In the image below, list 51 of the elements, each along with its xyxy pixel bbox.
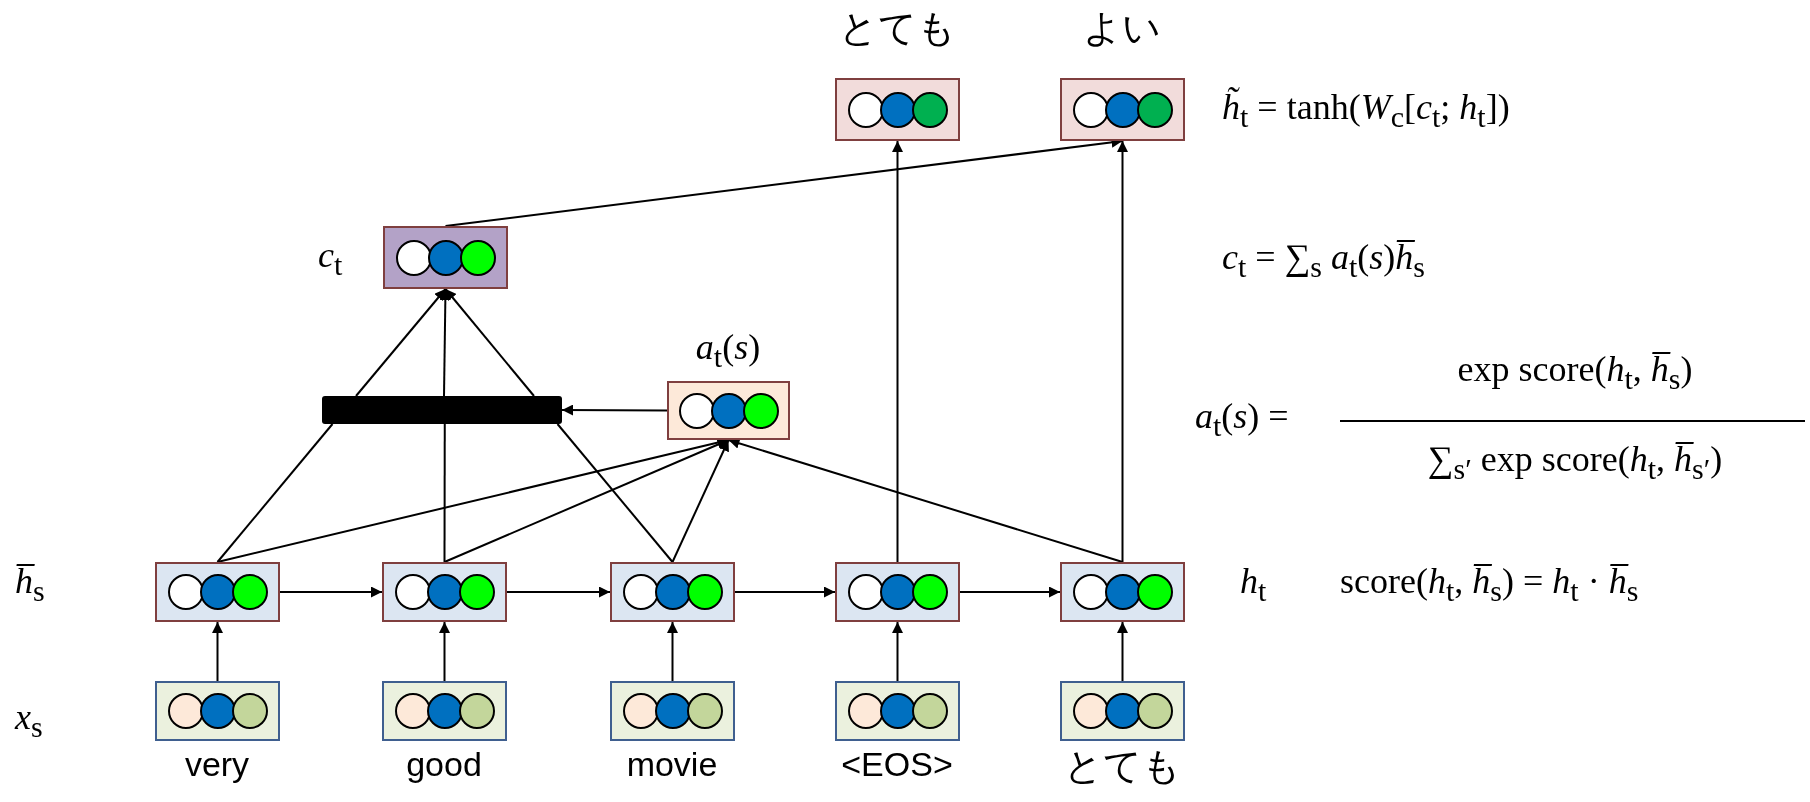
vector-box [835, 562, 960, 622]
vector-box [610, 562, 735, 622]
vector-box [382, 681, 507, 741]
arrow [439, 621, 450, 682]
formula: h̃$_{t}$ = tanh(W$_{c}$[c$_{t}$; h$_{t}$]) [1222, 88, 1510, 134]
arrow [892, 621, 903, 682]
arrow [671, 439, 730, 563]
row-label: x$_{s}$ [15, 698, 43, 744]
row-label: h$_{t}$ [1240, 562, 1267, 608]
vector-box [155, 562, 280, 622]
row-label: h̅$_{s}$ [15, 562, 45, 608]
arrow [667, 621, 678, 682]
input-word: movie [626, 746, 718, 784]
vector-box [382, 562, 507, 622]
formula: c$_{t}$ = ∑$_{s}$ a$_{t}$(s)h̅$_{s}$ [1222, 238, 1426, 284]
vector-box [835, 78, 960, 141]
vector-box [1060, 78, 1185, 141]
arrow [727, 438, 1124, 563]
context-vector-label: c$_{t}$ [318, 236, 343, 282]
vector-box [383, 226, 508, 289]
arrow [212, 621, 223, 682]
vector-box [1060, 562, 1185, 622]
arrow [892, 140, 903, 563]
multiply-bar [322, 396, 562, 424]
input-word: very [184, 746, 250, 784]
arrow [734, 586, 836, 598]
arrow [355, 288, 447, 397]
formula-numerator: exp score(h$_{t}$, h̅$_{s}$) [1457, 350, 1693, 396]
vector-box [610, 681, 735, 741]
attention-weight-label: a$_{t}$(s) [695, 328, 761, 374]
output-word: よい [1083, 8, 1161, 50]
vector-box [835, 681, 960, 741]
output-word: とても [838, 8, 956, 50]
arrow [959, 586, 1061, 598]
formula: a$_{t}$(s) = [1195, 397, 1289, 443]
vector-box [155, 681, 280, 741]
arrow [279, 586, 383, 598]
arrow [1117, 621, 1128, 682]
input-word: とても [1063, 746, 1181, 788]
arrow [444, 288, 535, 397]
arrow [561, 404, 668, 416]
input-word: good [406, 746, 482, 784]
arrow [506, 586, 611, 598]
formula-denominator: ∑$_{s′}$ exp score(h$_{t}$, h̅$_{s′}$) [1427, 440, 1723, 486]
arrow [439, 288, 451, 397]
input-word: <EOS> [841, 746, 953, 784]
vector-box [1060, 681, 1185, 741]
vector-box [667, 381, 790, 440]
arrow [443, 439, 730, 563]
arrow [1117, 140, 1128, 563]
formula: score(h$_{t}$, h̅$_{s}$) = h$_{t}$ · h̅$_{s}$ [1340, 562, 1639, 608]
